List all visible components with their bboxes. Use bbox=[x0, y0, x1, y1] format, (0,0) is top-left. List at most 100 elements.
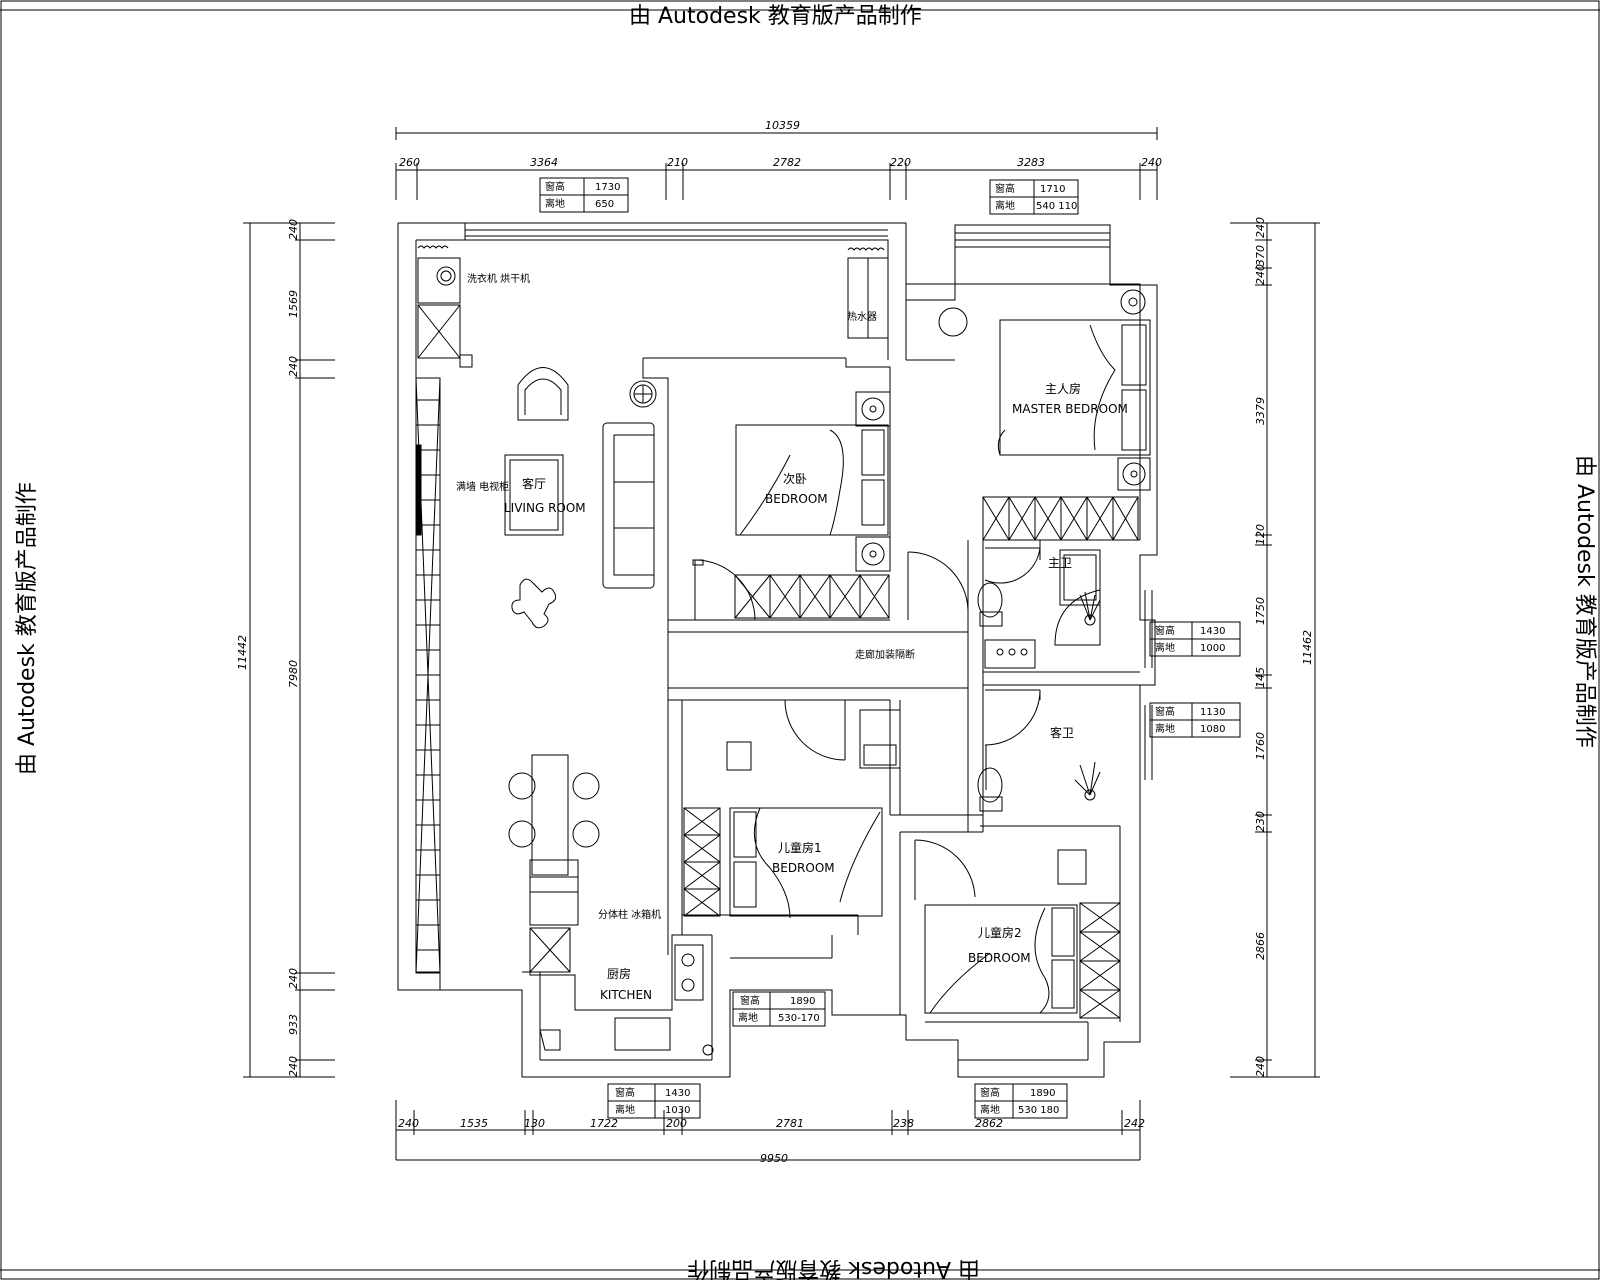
svg-text:530 180: 530 180 bbox=[1018, 1105, 1059, 1116]
left-dimensions: 11442 240 1569 240 7980 240 933 240 bbox=[236, 219, 335, 1077]
svg-text:3364: 3364 bbox=[530, 156, 558, 169]
svg-text:1890: 1890 bbox=[1030, 1088, 1055, 1099]
svg-text:1722: 1722 bbox=[590, 1117, 618, 1130]
guest-bath-fixtures bbox=[977, 690, 1100, 811]
svg-text:220: 220 bbox=[890, 156, 911, 169]
svg-text:离地: 离地 bbox=[1155, 641, 1175, 654]
svg-text:11442: 11442 bbox=[236, 635, 249, 670]
second-bed bbox=[736, 425, 888, 535]
svg-text:370: 370 bbox=[1254, 245, 1267, 266]
label-master-en: MASTER BEDROOM bbox=[1012, 402, 1128, 416]
label-guest-bath: 客卫 bbox=[1050, 725, 1074, 740]
bottom-dimensions: 9950 240 1535 130 1722 200 2781 238 2862… bbox=[396, 1100, 1145, 1165]
svg-text:窗高: 窗高 bbox=[995, 182, 1015, 195]
kid2-bed bbox=[925, 905, 1077, 1013]
outer-walls bbox=[398, 223, 1157, 1077]
svg-text:窗高: 窗高 bbox=[980, 1086, 1000, 1099]
living-window bbox=[465, 223, 888, 240]
svg-text:1710: 1710 bbox=[1040, 184, 1065, 195]
svg-text:210: 210 bbox=[667, 156, 688, 169]
svg-text:145: 145 bbox=[1254, 667, 1267, 688]
master-wardrobe bbox=[983, 497, 1138, 540]
svg-text:1130: 1130 bbox=[1200, 707, 1225, 718]
svg-text:1730: 1730 bbox=[595, 182, 620, 193]
window-table-6: 窗高 1430 离地 1030 bbox=[608, 1084, 700, 1118]
svg-text:540 110: 540 110 bbox=[1036, 201, 1077, 212]
svg-text:2782: 2782 bbox=[773, 156, 801, 169]
svg-text:240: 240 bbox=[1141, 156, 1162, 169]
svg-text:1430: 1430 bbox=[1200, 626, 1225, 637]
svg-text:120: 120 bbox=[1254, 524, 1267, 545]
svg-text:3379: 3379 bbox=[1254, 397, 1267, 425]
svg-text:230: 230 bbox=[1254, 811, 1267, 832]
kid1-closet bbox=[860, 710, 900, 768]
kid2-wardrobe bbox=[1080, 903, 1120, 1018]
label-second-en: BEDROOM bbox=[765, 492, 828, 506]
svg-text:240: 240 bbox=[1254, 264, 1267, 285]
note-heater: 热水器 bbox=[847, 310, 877, 323]
svg-text:240: 240 bbox=[287, 219, 300, 240]
svg-text:260: 260 bbox=[399, 156, 420, 169]
svg-text:130: 130 bbox=[524, 1117, 545, 1130]
svg-text:650: 650 bbox=[595, 199, 614, 210]
kid1-door bbox=[785, 700, 845, 760]
svg-text:离地: 离地 bbox=[980, 1103, 1000, 1116]
coffee-table bbox=[505, 455, 563, 535]
svg-text:10359: 10359 bbox=[765, 119, 800, 132]
master-bath-fixtures bbox=[977, 540, 1100, 668]
svg-text:窗高: 窗高 bbox=[740, 994, 760, 1007]
watermark-left: 由 Autodesk 教育版产品制作 bbox=[15, 482, 40, 775]
plant bbox=[630, 381, 656, 407]
bath-windows bbox=[1145, 590, 1152, 780]
svg-text:530-170: 530-170 bbox=[778, 1013, 820, 1024]
master-bed bbox=[998, 320, 1150, 455]
note-hall: 走廊加装隔断 bbox=[855, 648, 915, 661]
label-kid2-en: BEDROOM bbox=[968, 951, 1031, 965]
svg-text:离地: 离地 bbox=[615, 1103, 635, 1116]
watermark-bottom: 由 Autodesk 教育版产品制作 bbox=[687, 1256, 980, 1280]
svg-text:1760: 1760 bbox=[1254, 732, 1267, 760]
label-kitchen-cn: 厨房 bbox=[607, 966, 631, 981]
watermark-right: 由 Autodesk 教育版产品制作 bbox=[1572, 455, 1597, 748]
right-dimensions: 11462 240 370 240 3379 120 1750 145 1760… bbox=[1230, 217, 1320, 1077]
label-living-cn: 客厅 bbox=[522, 476, 546, 491]
svg-text:窗高: 窗高 bbox=[545, 180, 565, 193]
svg-text:1080: 1080 bbox=[1200, 724, 1225, 735]
label-living-en: LIVING ROOM bbox=[504, 501, 586, 515]
svg-text:9950: 9950 bbox=[760, 1152, 788, 1165]
svg-text:933: 933 bbox=[287, 1014, 300, 1035]
svg-text:1890: 1890 bbox=[790, 996, 815, 1007]
svg-text:3283: 3283 bbox=[1017, 156, 1045, 169]
label-kid1-cn: 儿童房1 bbox=[778, 840, 822, 855]
note-washer: 洗衣机 烘干机 bbox=[467, 272, 530, 285]
master-door bbox=[908, 552, 968, 620]
svg-text:1030: 1030 bbox=[665, 1105, 690, 1116]
svg-text:200: 200 bbox=[666, 1117, 687, 1130]
svg-text:离地: 离地 bbox=[995, 199, 1015, 212]
svg-text:1750: 1750 bbox=[1254, 597, 1267, 625]
kid1-wardrobe bbox=[684, 808, 720, 916]
svg-text:240: 240 bbox=[1254, 217, 1267, 238]
svg-text:242: 242 bbox=[1124, 1117, 1145, 1130]
svg-text:2862: 2862 bbox=[975, 1117, 1003, 1130]
watermark-top: 由 Autodesk 教育版产品制作 bbox=[629, 4, 922, 29]
window-table-1: 窗高 1730 离地 650 bbox=[540, 178, 628, 212]
heater-unit bbox=[848, 248, 888, 338]
svg-text:离地: 离地 bbox=[1155, 722, 1175, 735]
window-table-3: 窗高 1430 离地 1000 bbox=[1150, 622, 1240, 656]
label-kid1-en: BEDROOM bbox=[772, 861, 835, 875]
second-nightstand bbox=[856, 392, 890, 571]
svg-text:1000: 1000 bbox=[1200, 643, 1225, 654]
label-master-bath: 主卫 bbox=[1048, 556, 1072, 570]
svg-text:离地: 离地 bbox=[738, 1011, 758, 1024]
tv-cabinet bbox=[416, 378, 440, 973]
svg-text:240: 240 bbox=[287, 1056, 300, 1077]
kid2-desk bbox=[1058, 850, 1086, 884]
svg-text:窗高: 窗高 bbox=[1155, 705, 1175, 718]
master-nightstand bbox=[1118, 290, 1150, 490]
note-fridge: 分体柱 冰箱机 bbox=[598, 908, 661, 921]
svg-text:窗高: 窗高 bbox=[1155, 624, 1175, 637]
kid1-desk bbox=[727, 742, 751, 770]
